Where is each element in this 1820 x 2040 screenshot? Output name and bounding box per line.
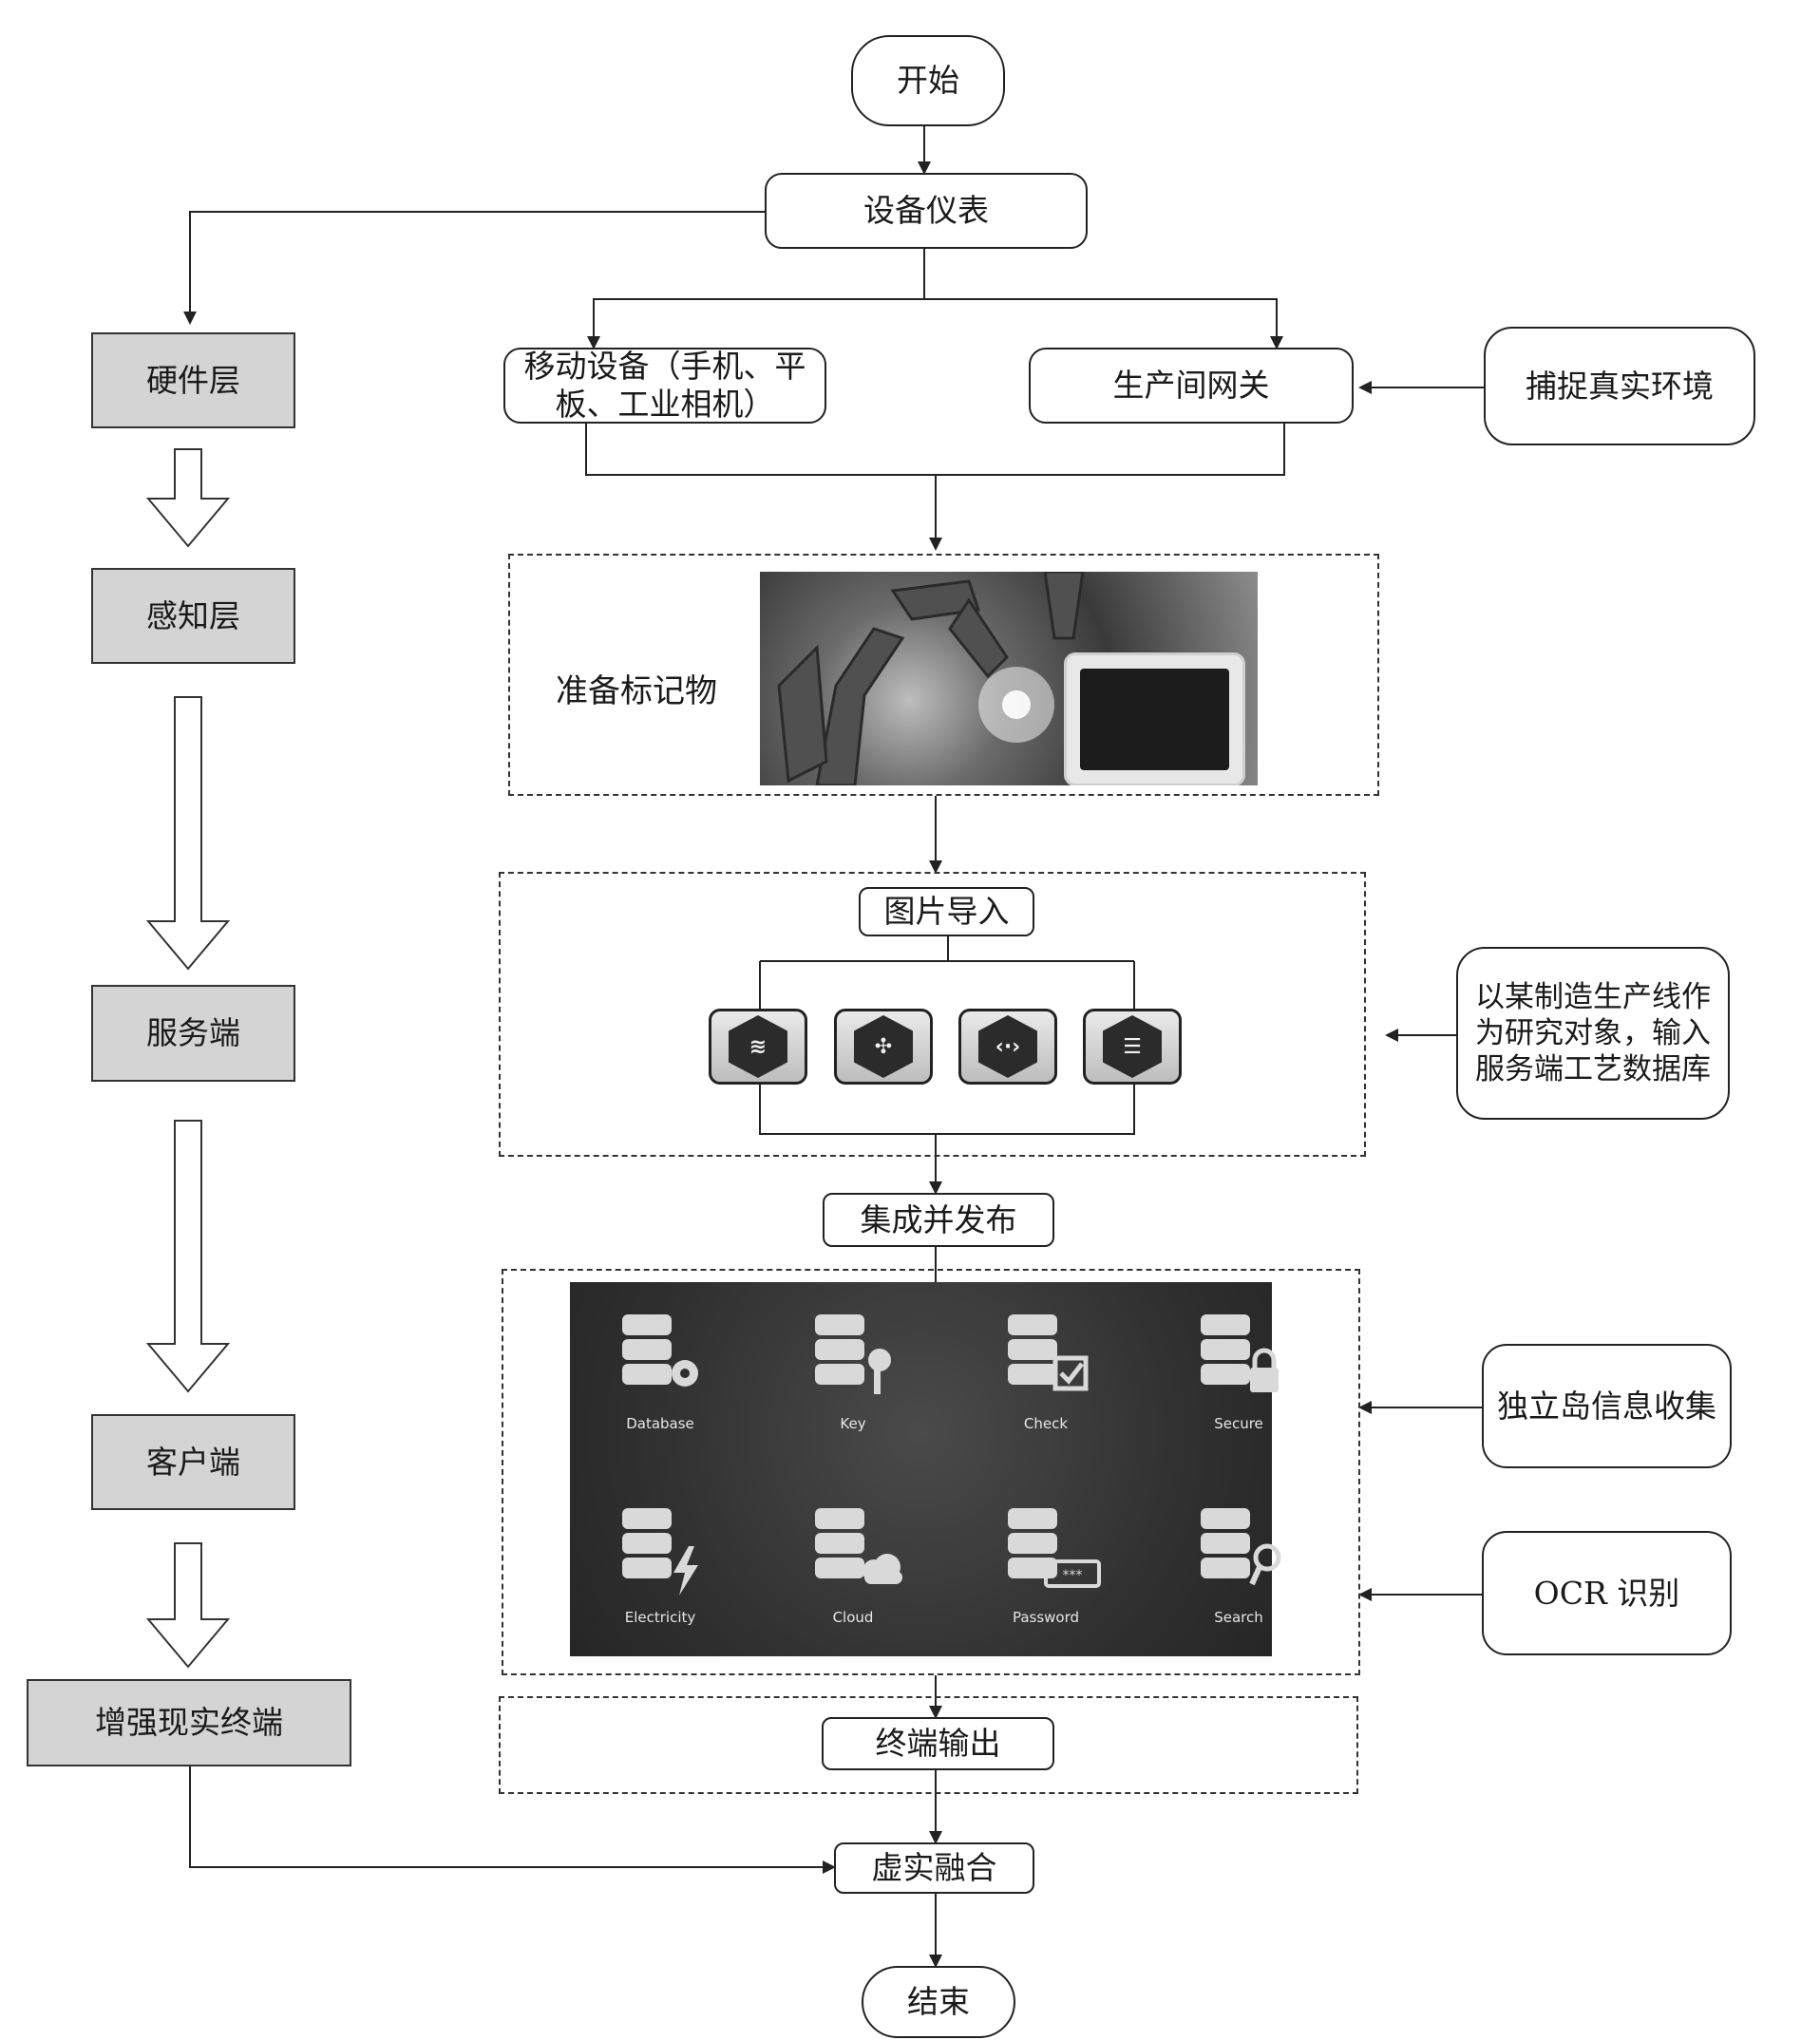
node-device-meter: 设备仪表: [765, 173, 1088, 249]
database-password-icon: ***: [1008, 1504, 1101, 1599]
node-start-label: 开始: [897, 62, 959, 99]
layer-arrow-3: [145, 1120, 231, 1393]
list-icon: ☰: [1103, 1015, 1162, 1078]
node-ocr-label: OCR 识别: [1533, 1574, 1680, 1612]
layer-client-label: 客户端: [146, 1443, 240, 1481]
import-card-code: ‹·›: [958, 1009, 1057, 1085]
service-tile-label: Secure: [1214, 1415, 1263, 1432]
service-tile-label: Search: [1214, 1609, 1263, 1626]
database-gear-icon: [622, 1311, 698, 1406]
service-tile-label: Cloud: [832, 1609, 874, 1626]
node-end: 结束: [862, 1966, 1015, 2038]
database-check-icon: [1008, 1311, 1089, 1406]
import-card-puzzle: ✣: [834, 1009, 933, 1085]
node-integrate-publish-label: 集成并发布: [860, 1200, 1017, 1238]
database-key-icon: [815, 1311, 891, 1406]
service-tile-label: Check: [1023, 1415, 1069, 1432]
node-prepare-marker-label: 准备标记物: [556, 672, 717, 710]
layer-arrow-2: [145, 696, 231, 971]
node-device-meter-label: 设备仪表: [863, 192, 989, 229]
region-service-panel: [502, 1269, 1360, 1675]
service-tile-label: Electricity: [624, 1609, 696, 1626]
service-tile: Key: [787, 1311, 919, 1453]
service-tile: Electricity: [594, 1504, 727, 1647]
node-mobile-device-label: 移动设备（手机、平板、工业相机）: [523, 348, 806, 423]
service-tile: Check: [979, 1311, 1112, 1453]
service-tile: Secure: [1172, 1311, 1305, 1453]
layer-perception: 感知层: [91, 568, 295, 664]
node-capture-environment: 捕捉真实环境: [1484, 327, 1755, 445]
code-icon: ‹·›: [978, 1015, 1037, 1078]
layer-perception-label: 感知层: [146, 596, 240, 634]
layer-ar-terminal-label: 增强现实终端: [95, 1704, 283, 1741]
node-research-input: 以某制造生产线作为研究对象，输入服务端工艺数据库: [1456, 947, 1730, 1120]
node-mobile-device: 移动设备（手机、平板、工业相机）: [503, 348, 826, 424]
node-integrate-publish: 集成并发布: [823, 1193, 1054, 1247]
region-prepare-marker: [508, 554, 1379, 796]
database-cloud-icon: [815, 1504, 902, 1599]
layer-arrow-4: [145, 1542, 231, 1669]
import-card-list: ☰: [1083, 1009, 1182, 1085]
database-bolt-icon: [622, 1504, 698, 1599]
service-tile-label: Key: [840, 1415, 866, 1432]
service-tile: Search: [1172, 1504, 1305, 1647]
layers-icon: ≋: [729, 1015, 787, 1078]
node-image-import: 图片导入: [859, 887, 1034, 936]
layer-server: 服务端: [91, 985, 295, 1082]
industrial-robot-photo: [760, 572, 1258, 785]
layer-client: 客户端: [91, 1414, 295, 1510]
service-tile-label: Database: [626, 1415, 694, 1432]
node-capture-environment-label: 捕捉真实环境: [1526, 367, 1714, 405]
region-image-import: [499, 872, 1366, 1157]
layer-hardware: 硬件层: [91, 332, 295, 428]
node-fusion: 虚实融合: [834, 1842, 1034, 1894]
node-gateway: 生产间网关: [1029, 348, 1354, 424]
node-island-info-label: 独立岛信息收集: [1497, 1387, 1716, 1425]
node-terminal-output-label: 终端输出: [875, 1725, 1001, 1762]
svg-text:***: ***: [1063, 1568, 1083, 1583]
import-card-layers: ≋: [709, 1009, 807, 1085]
node-fusion-label: 虚实融合: [871, 1849, 997, 1886]
node-terminal-output: 终端输出: [822, 1717, 1054, 1770]
service-tile: Database: [594, 1311, 727, 1453]
node-gateway-label: 生产间网关: [1112, 367, 1270, 404]
layer-server-label: 服务端: [146, 1014, 240, 1051]
service-tile-label: Password: [1012, 1609, 1080, 1626]
region-terminal-output: [499, 1696, 1358, 1794]
node-end-label: 结束: [907, 1983, 970, 2020]
layer-arrow-1: [145, 448, 231, 548]
layer-ar-terminal: 增强现实终端: [27, 1679, 351, 1766]
node-research-input-label: 以某制造生产线作为研究对象，输入服务端工艺数据库: [1475, 980, 1711, 1086]
service-tile: *** Password: [979, 1504, 1112, 1647]
database-search-icon: [1201, 1504, 1281, 1599]
robot-arms-illustration: [777, 572, 1085, 785]
node-island-info: 独立岛信息收集: [1482, 1344, 1732, 1468]
puzzle-icon: ✣: [854, 1015, 913, 1078]
node-image-import-label: 图片导入: [883, 893, 1010, 930]
tablet-device: [1064, 652, 1245, 785]
service-tile: Cloud: [787, 1504, 919, 1647]
node-ocr: OCR 识别: [1482, 1531, 1732, 1655]
tablet-screen: [1080, 669, 1229, 770]
database-lock-icon: [1201, 1311, 1279, 1406]
node-start: 开始: [851, 35, 1005, 126]
layer-hardware-label: 硬件层: [146, 361, 240, 399]
